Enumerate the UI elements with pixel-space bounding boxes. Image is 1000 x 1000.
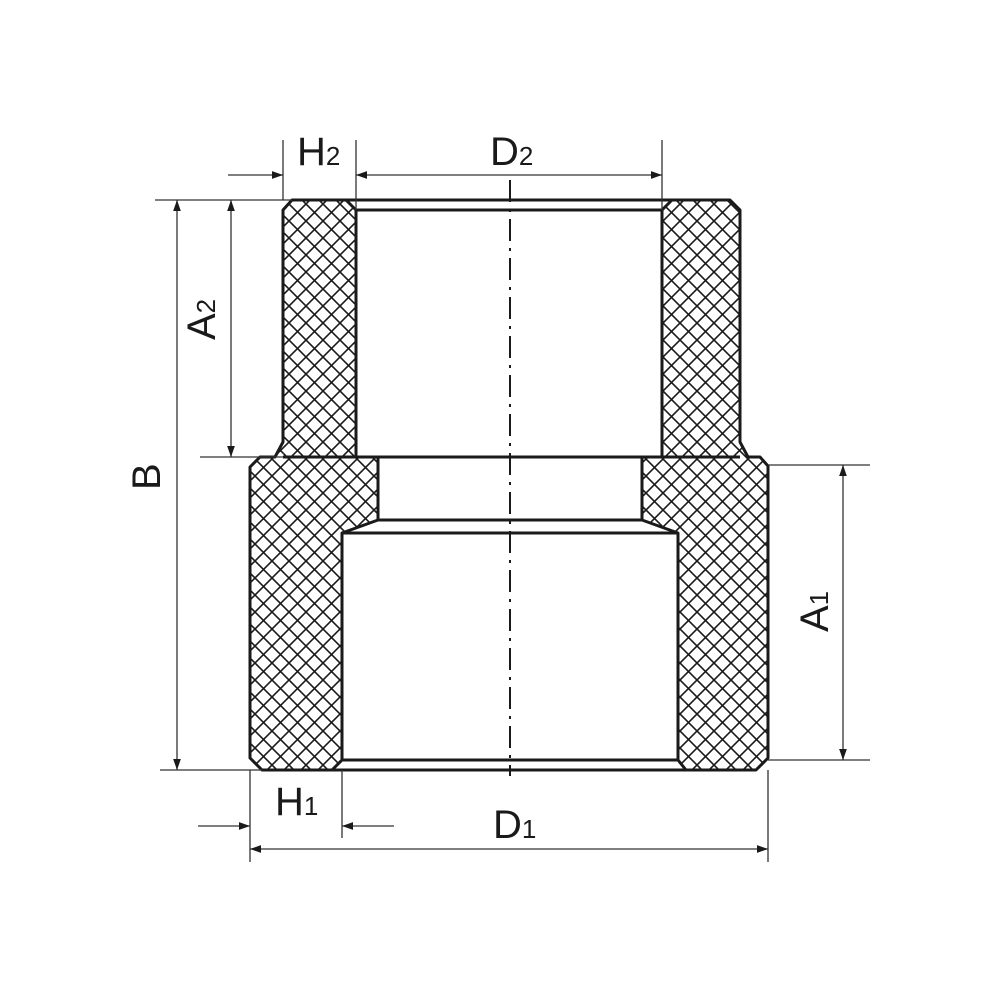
label-b: B xyxy=(125,463,169,490)
dimension-lines xyxy=(173,171,847,853)
label-a2: A2 xyxy=(180,299,224,340)
label-h1: H1 xyxy=(275,780,318,824)
label-h2: H2 xyxy=(297,130,340,174)
label-a1: A1 xyxy=(793,591,837,632)
left-wall-section xyxy=(248,198,380,772)
label-d1: D1 xyxy=(493,803,536,847)
right-wall-section xyxy=(640,198,770,772)
label-d2: D2 xyxy=(490,130,533,174)
